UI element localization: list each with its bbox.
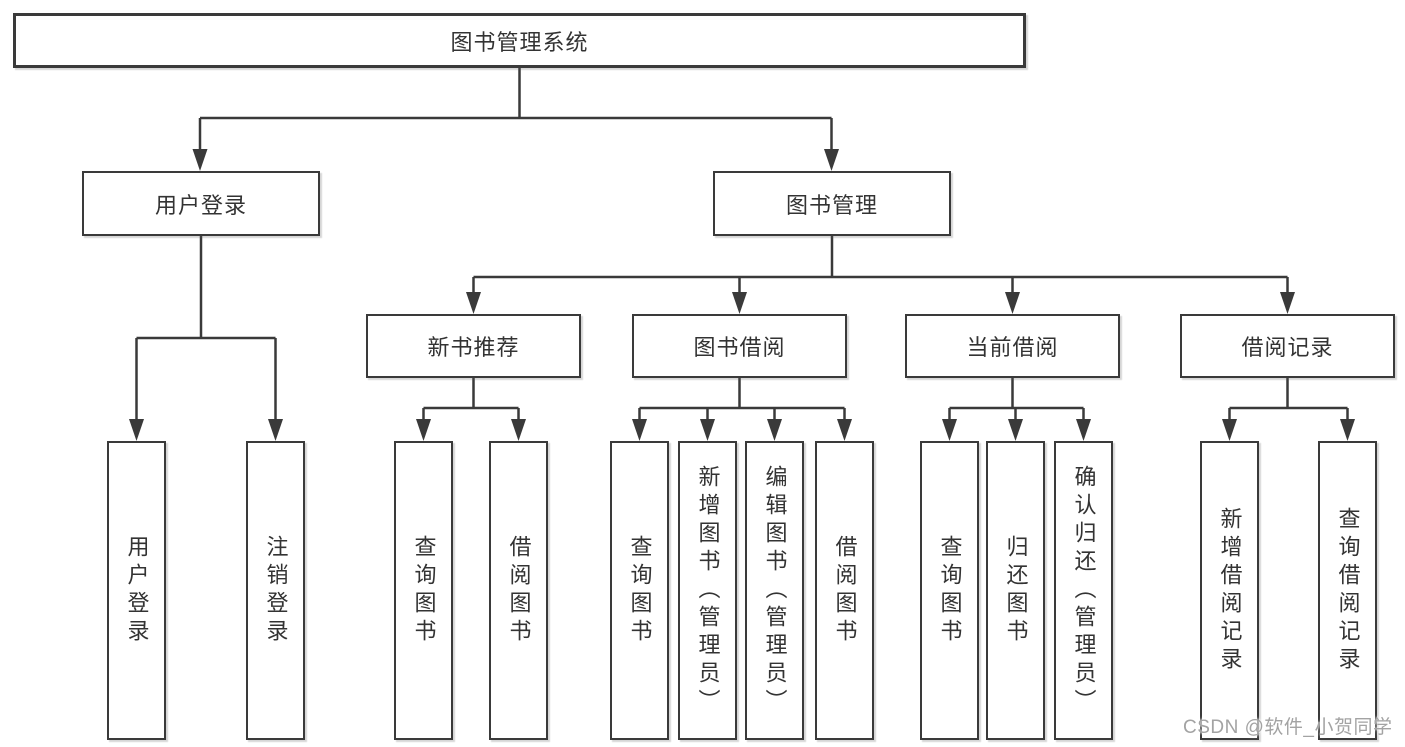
node-leaf-edit-books-admin: 编辑图书（管理员） bbox=[745, 441, 804, 740]
node-leaf-return-books: 归还图书 bbox=[986, 441, 1045, 740]
arrowhead-down-icon bbox=[824, 149, 839, 171]
node-library-management-system: 图书管理系统 bbox=[13, 13, 1026, 68]
arrowhead-down-icon bbox=[268, 419, 283, 441]
node-label: 图书管理系统 bbox=[450, 29, 589, 55]
node-leaf-query-books-recommend: 查询图书 bbox=[394, 441, 453, 740]
arrowhead-down-icon bbox=[700, 419, 715, 441]
node-leaf-query-borrow-record: 查询借阅记录 bbox=[1318, 441, 1377, 740]
arrowhead-down-icon bbox=[1005, 292, 1020, 314]
arrowhead-down-icon bbox=[511, 419, 526, 441]
node-new-book-recommendation: 新书推荐 bbox=[366, 314, 581, 378]
arrowhead-down-icon bbox=[416, 419, 431, 441]
node-label: 确认归还（管理员） bbox=[1071, 464, 1097, 717]
arrowhead-down-icon bbox=[466, 292, 481, 314]
node-label: 编辑图书（管理员） bbox=[762, 464, 788, 717]
node-label: 图书借阅 bbox=[693, 335, 786, 360]
arrowhead-down-icon bbox=[837, 419, 852, 441]
node-label: 用户登录 bbox=[154, 192, 247, 218]
node-label: 当前借阅 bbox=[966, 335, 1059, 360]
node-leaf-add-borrow-record: 新增借阅记录 bbox=[1200, 441, 1259, 740]
node-label: 查询图书 bbox=[411, 534, 437, 647]
watermark: CSDN @软件_小贺同学 bbox=[1183, 717, 1393, 738]
node-leaf-logout: 注销登录 bbox=[246, 441, 305, 740]
node-book-borrowing: 图书借阅 bbox=[632, 314, 847, 378]
arrowhead-down-icon bbox=[192, 149, 208, 171]
arrowhead-down-icon bbox=[942, 419, 957, 441]
node-label: 新书推荐 bbox=[427, 335, 520, 360]
node-label: 注销登录 bbox=[263, 534, 289, 647]
arrowhead-down-icon bbox=[1340, 419, 1355, 441]
arrowhead-down-icon bbox=[1280, 292, 1295, 314]
node-label: 新增借阅记录 bbox=[1217, 506, 1243, 675]
node-leaf-query-books-current: 查询图书 bbox=[920, 441, 979, 740]
node-leaf-borrow-books-recommend: 借阅图书 bbox=[489, 441, 548, 740]
node-leaf-add-books-admin: 新增图书（管理员） bbox=[678, 441, 737, 740]
node-leaf-confirm-return-admin: 确认归还（管理员） bbox=[1054, 441, 1113, 740]
arrowhead-down-icon bbox=[129, 419, 144, 441]
arrowhead-down-icon bbox=[1008, 419, 1023, 441]
node-label: 查询图书 bbox=[937, 534, 963, 647]
arrowhead-down-icon bbox=[732, 292, 747, 314]
node-book-management: 图书管理 bbox=[713, 171, 951, 236]
node-label: 图书管理 bbox=[785, 192, 878, 218]
arrowhead-down-icon bbox=[767, 419, 782, 441]
node-label: 查询借阅记录 bbox=[1335, 506, 1361, 675]
node-borrowing-records: 借阅记录 bbox=[1180, 314, 1395, 378]
node-label: 用户登录 bbox=[124, 534, 150, 647]
arrowhead-down-icon bbox=[632, 419, 647, 441]
node-current-borrowing: 当前借阅 bbox=[905, 314, 1120, 378]
node-label: 归还图书 bbox=[1003, 534, 1029, 647]
node-leaf-borrow-books: 借阅图书 bbox=[815, 441, 874, 740]
arrowhead-down-icon bbox=[1076, 419, 1091, 441]
arrowhead-down-icon bbox=[1222, 419, 1237, 441]
node-leaf-user-login: 用户登录 bbox=[107, 441, 166, 740]
node-label: 借阅图书 bbox=[506, 534, 532, 647]
node-label: 借阅图书 bbox=[832, 534, 858, 647]
node-leaf-query-books-borrowing: 查询图书 bbox=[610, 441, 669, 740]
node-label: 借阅记录 bbox=[1241, 335, 1334, 360]
node-label: 新增图书（管理员） bbox=[695, 464, 721, 717]
node-label: 查询图书 bbox=[627, 534, 653, 647]
node-user-login: 用户登录 bbox=[82, 171, 320, 236]
